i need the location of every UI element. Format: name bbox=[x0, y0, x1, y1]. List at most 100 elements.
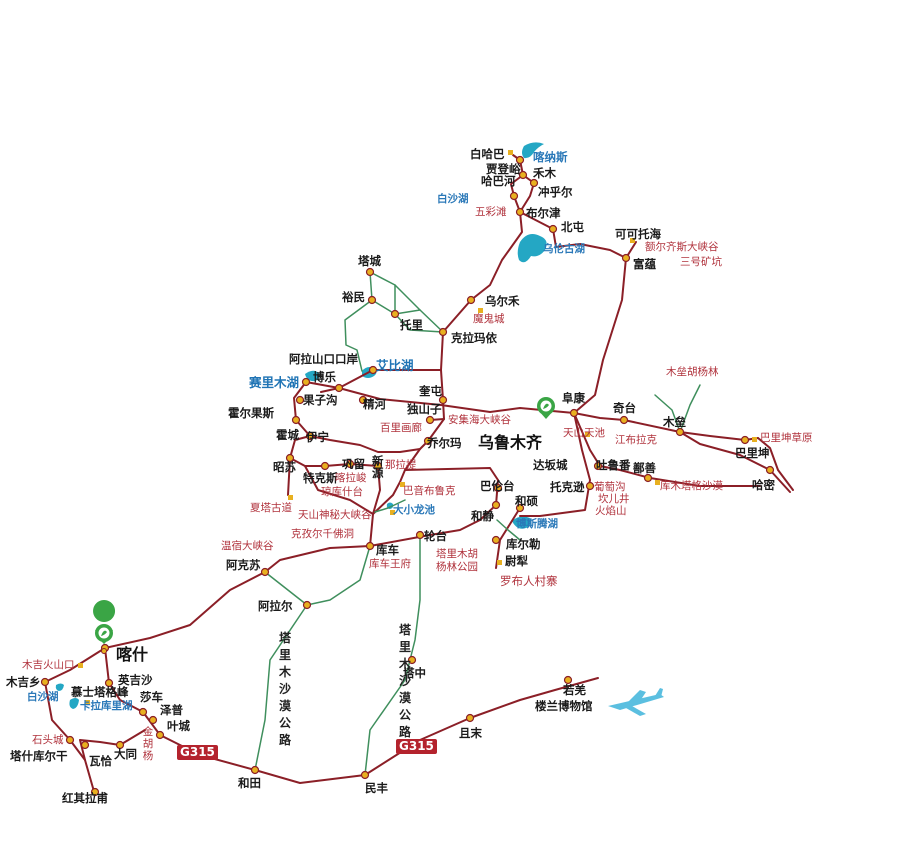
scenic-anjihai: 安集海大峡谷 bbox=[448, 414, 511, 426]
city-huocheng: 霍城 bbox=[276, 428, 299, 442]
city-alashankou: 阿拉山口口岸 bbox=[289, 352, 358, 366]
city-tekes: 特克斯 bbox=[303, 471, 338, 485]
city-qitai: 奇台 bbox=[613, 401, 636, 415]
lake-sayram: 赛里木湖 bbox=[249, 375, 300, 390]
city-habahe: 哈巴河 bbox=[481, 174, 516, 188]
city-qiemo: 且末 bbox=[459, 726, 482, 740]
city-urumqi: 乌鲁木齐 bbox=[478, 433, 543, 452]
city-kuqa: 库车 bbox=[376, 543, 399, 557]
city-jinghe: 精河 bbox=[363, 397, 386, 411]
lake-bosten-shape bbox=[512, 516, 532, 529]
scenic-kalajun: 喀拉峻 bbox=[335, 472, 367, 484]
scenic-wensu: 温宿大峡谷 bbox=[221, 540, 274, 552]
city-karamay: 克拉玛依 bbox=[451, 331, 497, 345]
lake-baisha-s-shape bbox=[55, 683, 64, 691]
city-tashkurgan: 塔什库尔干 bbox=[10, 749, 68, 763]
highway-shield-g315-east: G315 bbox=[396, 739, 437, 754]
scenic-nalati: 那拉提 bbox=[385, 459, 417, 471]
scenic-qiongkushitai: 琼库什台 bbox=[321, 486, 363, 498]
lake-ulungur: 乌伦古湖 bbox=[543, 243, 585, 255]
city-horgos: 霍尔果斯 bbox=[228, 406, 274, 420]
city-gongliu: 巩留 bbox=[342, 457, 365, 471]
city-chonghuer: 冲乎尔 bbox=[538, 185, 573, 199]
city-hongqilafu: 红其拉甫 bbox=[62, 791, 108, 805]
city-qiaoerma: 乔尔玛 bbox=[427, 436, 462, 450]
lake-ulungur-shape bbox=[517, 234, 547, 263]
scenic-balikun-grassland: 巴里坤草原 bbox=[760, 432, 813, 444]
city-turpan: 吐鲁番 bbox=[596, 458, 631, 472]
scenic-tarim-poplar-1: 塔里木胡 bbox=[436, 548, 478, 560]
city-luntai: 轮台 bbox=[424, 529, 447, 543]
scenic-eerqisi: 额尔齐斯大峡谷 bbox=[645, 241, 719, 253]
city-kashgar: 喀什 bbox=[116, 645, 149, 664]
scenic-tianchi: 天山天池 bbox=[563, 427, 605, 439]
city-alar: 阿拉尔 bbox=[258, 599, 293, 613]
city-bole: 博乐 bbox=[313, 370, 336, 384]
city-hemu: 禾木 bbox=[533, 166, 556, 180]
scenic-sanhaokuang: 三号矿坑 bbox=[680, 256, 722, 268]
city-tazhong: 塔中 bbox=[403, 666, 426, 680]
scenic-mulei-poplar: 木垒胡杨林 bbox=[666, 366, 719, 378]
city-fuyun: 富蕴 bbox=[633, 257, 656, 271]
city-koktokay: 可可托海 bbox=[615, 227, 661, 241]
city-fukang: 阜康 bbox=[562, 391, 585, 405]
scenic-kanerjing: 坎儿井 bbox=[598, 493, 630, 505]
highway-shield-g315-west: G315 bbox=[177, 745, 218, 760]
city-minfeng: 民丰 bbox=[365, 781, 388, 795]
city-baihaba: 白哈巴 bbox=[470, 147, 505, 161]
scenic-bailihualang: 百里画廊 bbox=[380, 422, 422, 434]
lake-baisha-south: 白沙湖 bbox=[27, 691, 59, 703]
city-waqia: 瓦恰 bbox=[89, 754, 112, 768]
scenic-stone-city: 石头城 bbox=[32, 734, 64, 746]
city-yecheng: 叶城 bbox=[167, 719, 190, 733]
scenic-jiangbulake: 江布拉克 bbox=[615, 434, 657, 446]
city-xinyuan: 新源 bbox=[372, 454, 384, 480]
desert-road-west: 塔里木沙漠公路 bbox=[278, 631, 291, 747]
city-yumin: 裕民 bbox=[342, 290, 365, 304]
city-urho: 乌尔禾 bbox=[485, 294, 520, 308]
city-shanshan: 鄯善 bbox=[633, 461, 656, 475]
city-shache: 莎车 bbox=[140, 690, 163, 704]
scenic-tarim-poplar-2: 杨林公园 bbox=[436, 561, 478, 573]
city-yining: 伊宁 bbox=[306, 430, 329, 444]
scenic-kumutage: 库木塔格沙漠 bbox=[660, 480, 723, 492]
airplane-icon bbox=[608, 688, 664, 716]
scenic-lopnur: 罗布人村寨 bbox=[500, 574, 558, 588]
city-guozigou: 果子沟 bbox=[303, 393, 338, 407]
city-zhaosu: 昭苏 bbox=[273, 460, 296, 474]
scenic-tianshan-canyon: 天山神秘大峡谷 bbox=[298, 509, 372, 521]
scenic-markers bbox=[78, 150, 757, 705]
city-hejing: 和静 bbox=[471, 509, 494, 523]
map-pin-icon bbox=[537, 397, 555, 419]
city-muji: 木吉乡 bbox=[6, 675, 41, 689]
city-ruoqiang: 若羌 bbox=[563, 683, 586, 697]
city-toksun: 托克逊 bbox=[550, 480, 585, 494]
city-balikun: 巴里坤 bbox=[735, 446, 770, 460]
city-tacheng: 塔城 bbox=[358, 254, 381, 268]
city-mulei: 木垒 bbox=[663, 415, 686, 429]
lake-bosten: 博斯腾湖 bbox=[516, 518, 558, 530]
city-heshuo: 和硕 bbox=[515, 494, 538, 508]
map-pin-icon bbox=[93, 600, 116, 654]
city-beitun: 北屯 bbox=[561, 220, 584, 234]
scenic-putaogou: 葡萄沟 bbox=[594, 481, 626, 493]
city-loulan: 楼兰博物馆 bbox=[535, 699, 593, 713]
city-jiadengyu: 贾登峪 bbox=[486, 162, 521, 176]
scenic-bayinbuluke: 巴音布鲁克 bbox=[403, 485, 456, 497]
desert-road-east: 塔里木沙漠公路 bbox=[398, 623, 411, 739]
scenic-muji-crater: 木吉火山口 bbox=[22, 659, 75, 671]
scenic-jinhuyang: 金胡杨 bbox=[142, 726, 154, 762]
city-zepu: 泽普 bbox=[160, 703, 183, 717]
lake-kanas-shape bbox=[522, 142, 544, 159]
scenic-huoyanshan: 火焰山 bbox=[595, 505, 627, 517]
city-markers bbox=[40, 155, 775, 797]
city-yuli: 尉犁 bbox=[505, 554, 528, 568]
lake-daxiao: 大小龙池 bbox=[393, 504, 435, 516]
city-hotan: 和田 bbox=[238, 776, 261, 790]
lake-karakul-shape bbox=[69, 698, 79, 709]
scenic-xiata: 夏塔古道 bbox=[250, 502, 292, 514]
lake-kanas: 喀纳斯 bbox=[533, 150, 568, 164]
city-muztagh: 慕士塔格峰 bbox=[71, 685, 129, 699]
